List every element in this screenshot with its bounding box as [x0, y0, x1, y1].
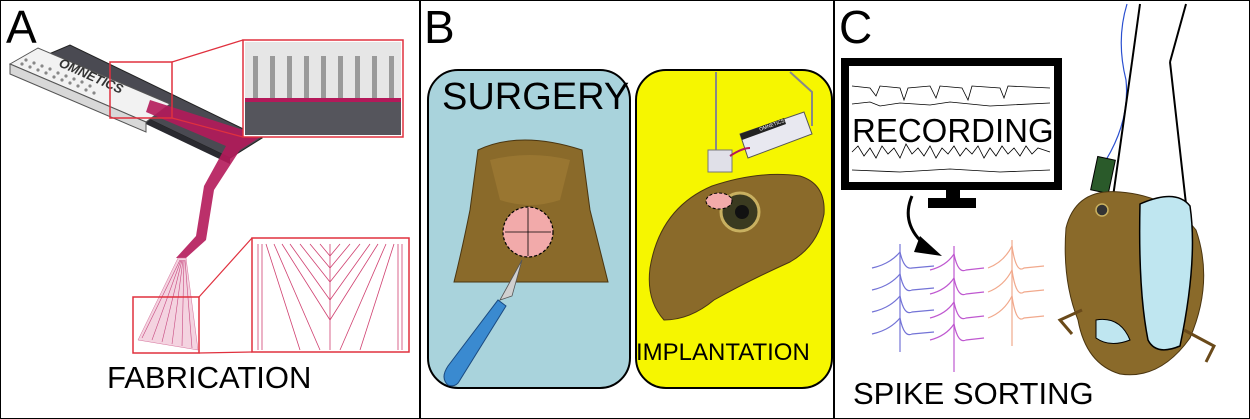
caption-spike-sorting: SPIKE SORTING	[853, 376, 1094, 412]
sling-straps	[1112, 62, 1186, 204]
tether-wire	[1106, 4, 1127, 160]
waveforms-peach	[988, 240, 1044, 346]
label-recording: RECORDING	[852, 112, 1054, 150]
waveforms-blue	[872, 244, 934, 352]
sling-string-left	[1132, 4, 1140, 62]
monitor-base	[928, 198, 976, 208]
waveforms-magenta	[930, 246, 984, 372]
sling-string-right	[1170, 4, 1186, 62]
monitor-neck	[946, 186, 960, 200]
toad-eye-c	[1096, 204, 1108, 216]
sorting-arrow	[908, 196, 926, 246]
headstage	[1091, 157, 1116, 194]
